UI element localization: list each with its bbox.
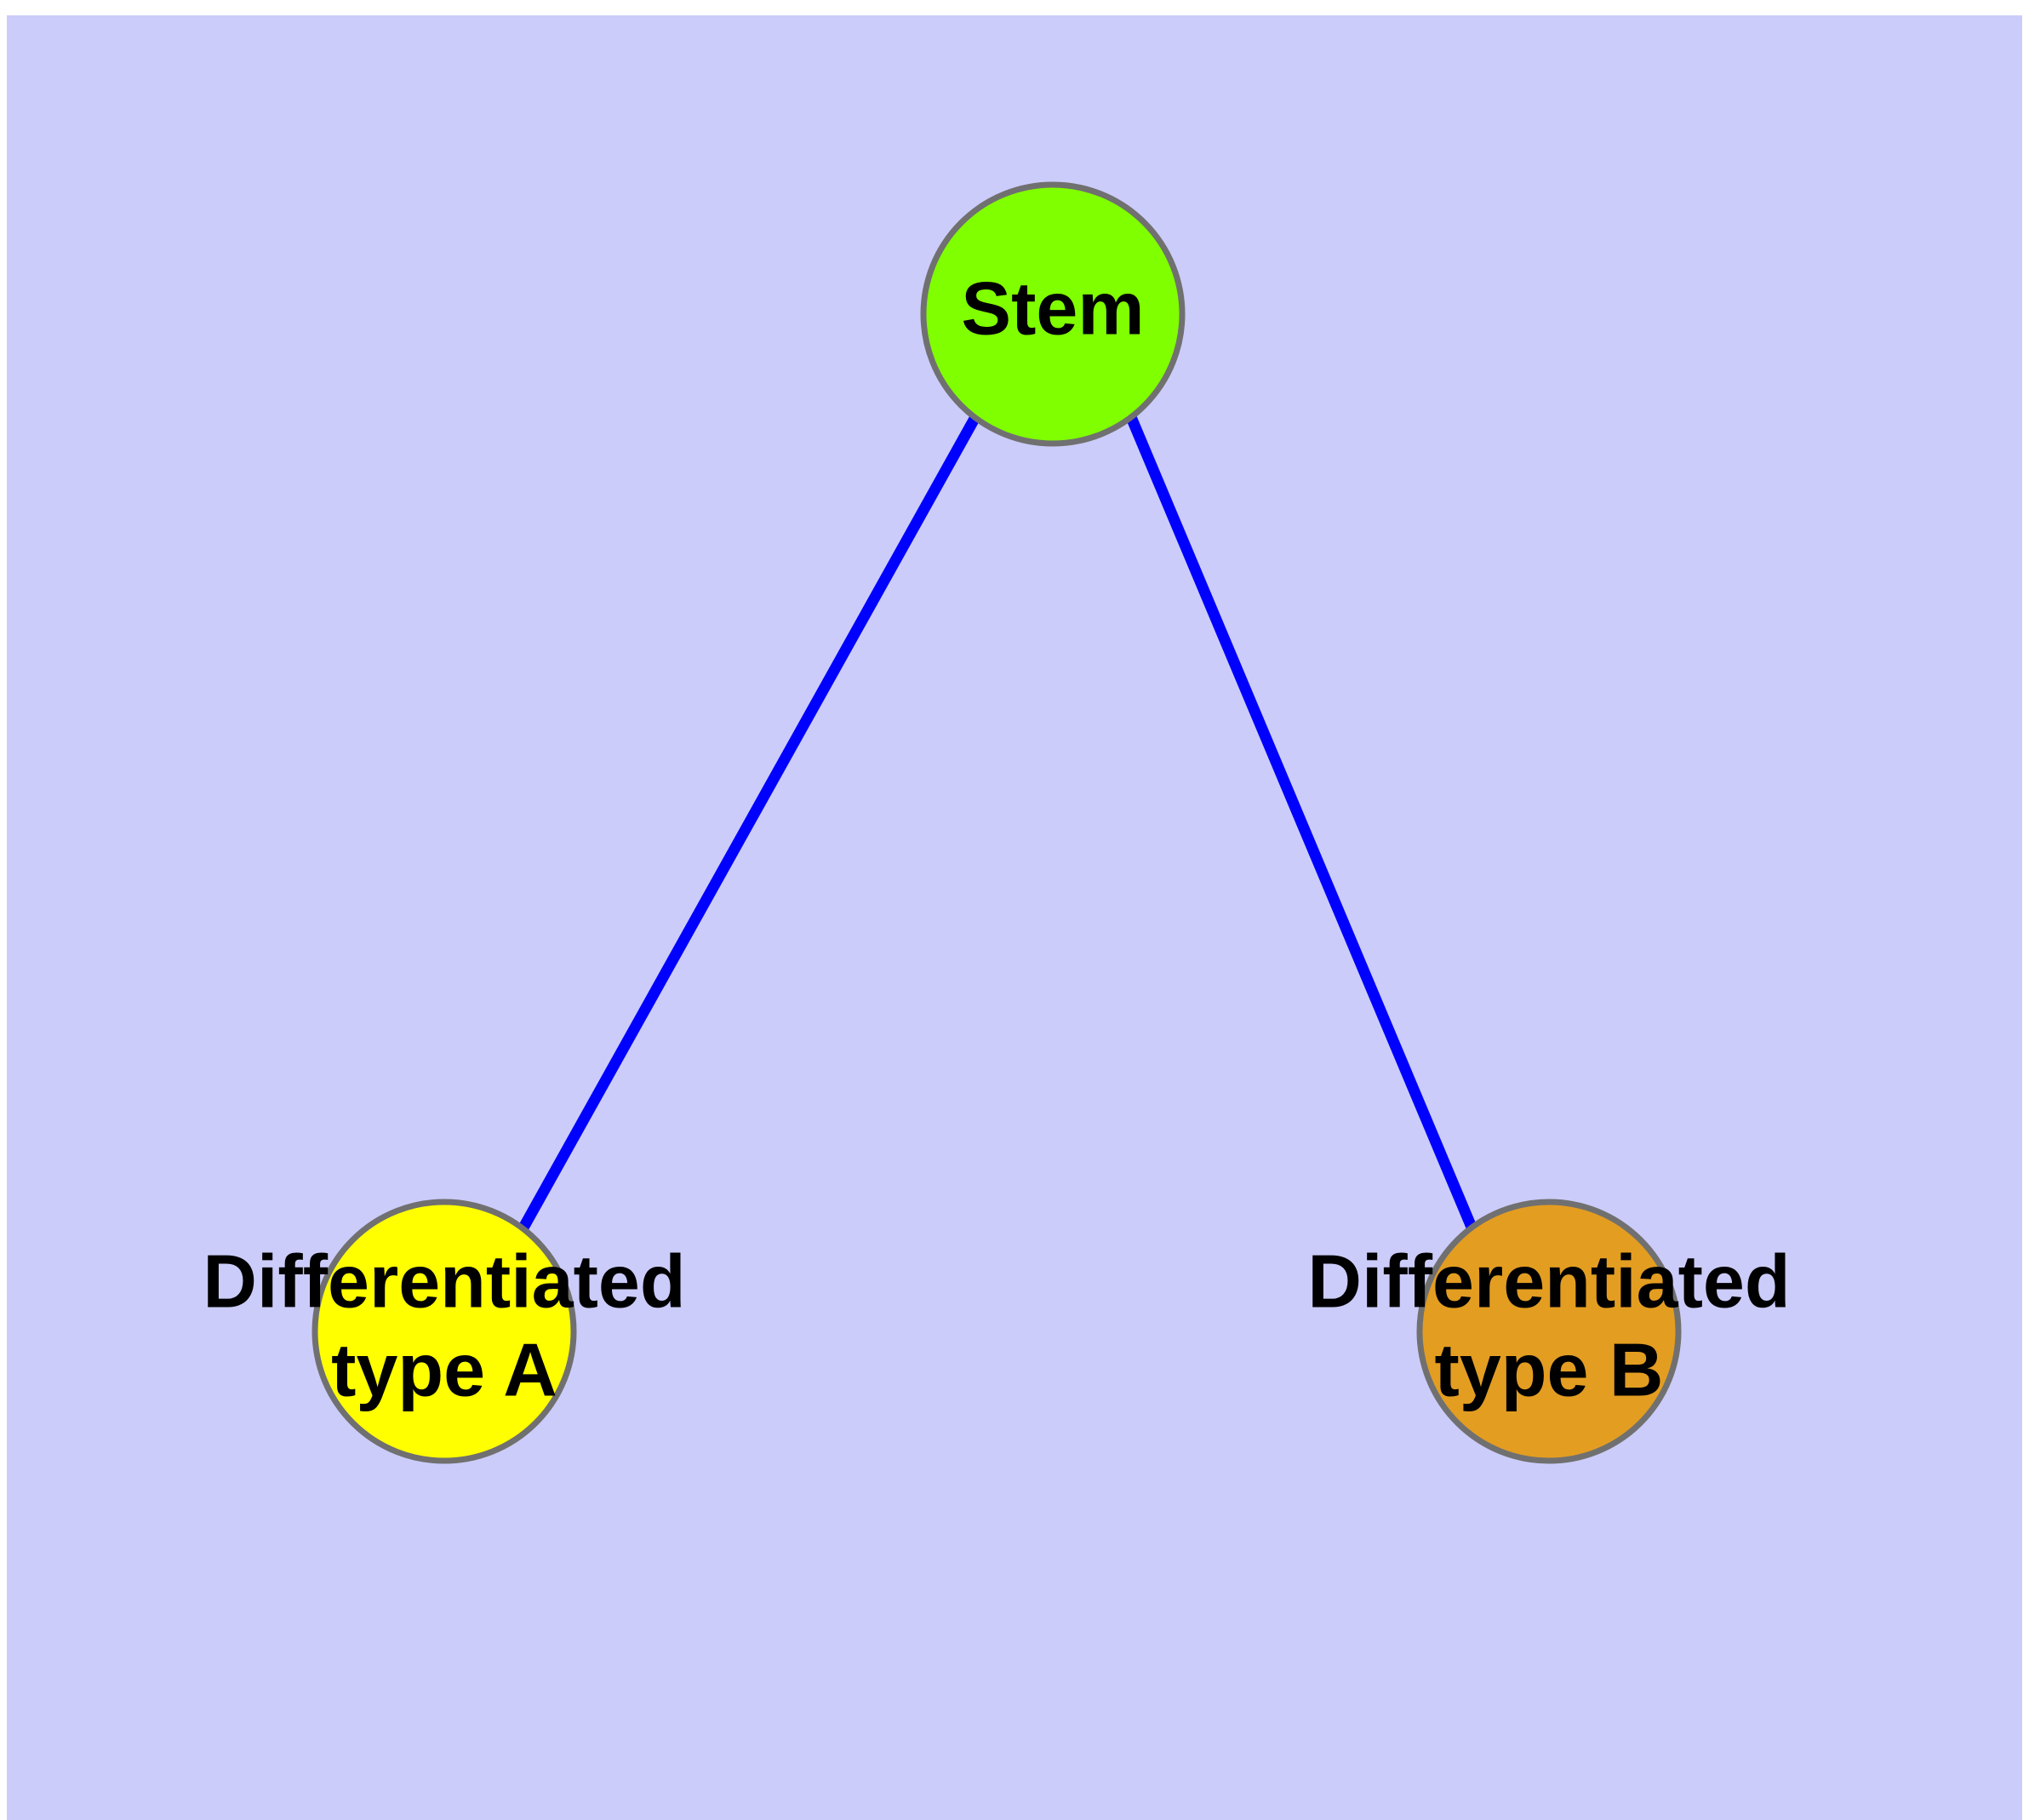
node-differentiated-type-b-label-line2: type B (1435, 1327, 1664, 1411)
node-differentiated-type-b-circle[interactable] (1416, 1199, 1682, 1464)
node-differentiated-type-b[interactable]: Differentiated type B (1307, 1199, 1791, 1464)
edges-layer (517, 414, 1477, 1233)
nodes-layer: Stem Differentiated type A Differentiate… (203, 181, 1791, 1464)
edge-stem-to-differentiated-type-b[interactable] (1126, 415, 1477, 1232)
node-differentiated-type-b-label-line1: Differentiated (1307, 1239, 1790, 1323)
node-differentiated-type-a-circle[interactable] (311, 1199, 577, 1464)
edge-stem-to-differentiated-type-a[interactable] (517, 414, 980, 1233)
node-differentiated-type-a-label-line1: Differentiated (203, 1239, 685, 1323)
node-stem-label: Stem (961, 266, 1144, 350)
node-stem-circle[interactable] (920, 181, 1186, 447)
node-stem[interactable]: Stem (920, 181, 1186, 447)
node-differentiated-type-a-label-line2: type A (331, 1327, 557, 1411)
node-differentiated-type-a[interactable]: Differentiated type A (203, 1199, 686, 1464)
